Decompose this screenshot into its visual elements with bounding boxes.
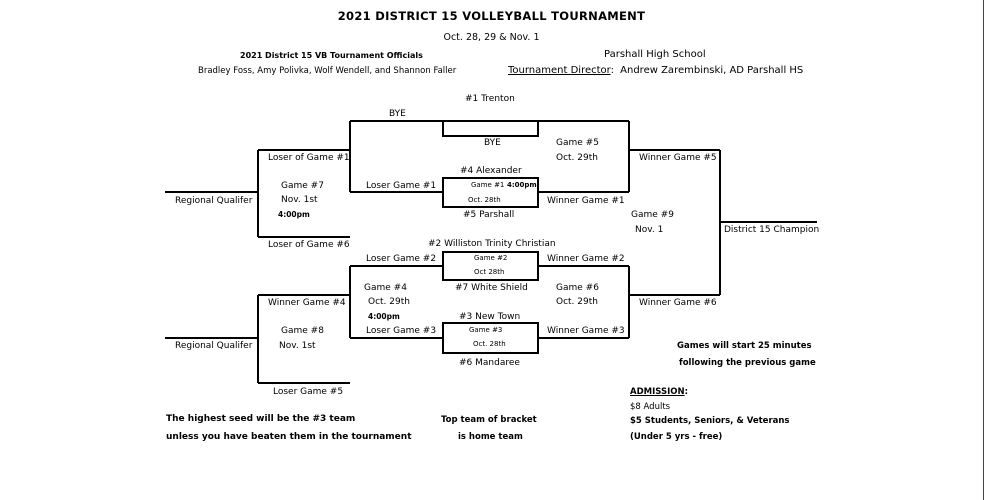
- loser-game2-label: Loser Game #2: [366, 254, 437, 264]
- venue-name: Parshall High School: [604, 49, 706, 60]
- team-mandaree: #6 Mandaree: [459, 358, 520, 368]
- game6-label: Game #6: [556, 283, 599, 293]
- game2-date: Oct 28th: [474, 268, 505, 276]
- winner-game4-label: Winner Game #4: [268, 298, 346, 308]
- loser-game1-top-label: Loser of Game #1: [268, 153, 350, 163]
- game5-date: Oct. 29th: [556, 153, 598, 163]
- game7-time: 4:00pm: [278, 210, 310, 219]
- game9-label: Game #9: [631, 210, 674, 220]
- game4-date: Oct. 29th: [368, 297, 410, 307]
- game9-date: Nov. 1: [635, 225, 664, 235]
- tournament-dates: Oct. 28, 29 & Nov. 1: [443, 32, 540, 43]
- start-note-line1: Games will start 25 minutes: [677, 341, 812, 351]
- loser-game5-label: Loser Game #5: [273, 387, 344, 397]
- game4-time: 4:00pm: [368, 312, 400, 321]
- game5-label: Game #5: [556, 138, 599, 148]
- start-note-line2: following the previous game: [679, 358, 816, 368]
- winner-game1-label: Winner Game #1: [547, 196, 625, 206]
- game3-date: Oct. 28th: [473, 340, 506, 348]
- loser-game1-label: Loser Game #1: [366, 181, 437, 191]
- team-new-town: #3 New Town: [459, 312, 521, 322]
- officials-heading: 2021 District 15 VB Tournament Officials: [240, 51, 423, 60]
- officials-names: Bradley Foss, Amy Polivka, Wolf Wendell,…: [198, 66, 457, 76]
- loser-game6-label: Loser of Game #6: [268, 240, 350, 250]
- tournament-title: 2021 DISTRICT 15 VOLLEYBALL TOURNAMENT: [337, 9, 646, 23]
- bye-label-top: BYE: [389, 109, 406, 119]
- admission-children: (Under 5 yrs - free): [630, 432, 723, 442]
- winner-game2-label: Winner Game #2: [547, 254, 625, 264]
- admission-label: ADMISSION: [630, 387, 685, 397]
- regional-qualifier-bottom: Regional Qualifer: [175, 341, 253, 351]
- admission-students: $5 Students, Seniors, & Veterans: [630, 416, 790, 426]
- game7-date: Nov. 1st: [281, 195, 318, 205]
- game8-date: Nov. 1st: [279, 341, 316, 351]
- game1-date: Oct. 28th: [468, 196, 501, 204]
- team-williston: #2 Williston Trinity Christian: [428, 239, 556, 249]
- team-alexander: #4 Alexander: [460, 166, 522, 176]
- admission-adults: $8 Adults: [630, 402, 671, 412]
- team-white-shield: #7 White Shield: [455, 283, 528, 293]
- winner-game6-label: Winner Game #6: [639, 298, 717, 308]
- winner-game3-label: Winner Game #3: [547, 326, 625, 336]
- admission-heading: ADMISSION:: [630, 387, 688, 398]
- page-edge-divider: [983, 0, 984, 500]
- game3-label: Game #3: [469, 326, 503, 334]
- director-label: Tournament Director: [508, 65, 611, 76]
- seed-note-line2: unless you have beaten them in the tourn…: [166, 432, 412, 442]
- team-trenton: #1 Trenton: [465, 94, 515, 104]
- home-note-line1: Top team of bracket: [441, 415, 537, 425]
- director-colon: :: [610, 65, 614, 76]
- game1-label: Game #1: [471, 181, 505, 189]
- bye-label-inner: BYE: [484, 138, 501, 148]
- match-box-trenton-bye: [442, 120, 539, 137]
- home-note-line2: is home team: [458, 432, 523, 442]
- champion-label: District 15 Champion: [724, 225, 820, 235]
- game1-time: 4:00pm: [507, 181, 537, 189]
- team-parshall: #5 Parshall: [463, 210, 515, 220]
- seed-note-line1: The highest seed will be the #3 team: [166, 414, 356, 424]
- game2-label: Game #2: [474, 254, 508, 262]
- regional-qualifier-top: Regional Qualifer: [175, 196, 253, 206]
- game7-label: Game #7: [281, 181, 324, 191]
- loser-game3-label: Loser Game #3: [366, 326, 437, 336]
- tournament-director: Tournament Director: Andrew Zarembinski,…: [508, 65, 803, 76]
- game4-label: Game #4: [364, 283, 407, 293]
- director-name: Andrew Zarembinski, AD Parshall HS: [620, 65, 804, 76]
- game8-label: Game #8: [281, 326, 324, 336]
- winner-game5-label: Winner Game #5: [639, 153, 717, 163]
- game6-date: Oct. 29th: [556, 297, 598, 307]
- admission-colon: :: [684, 387, 689, 397]
